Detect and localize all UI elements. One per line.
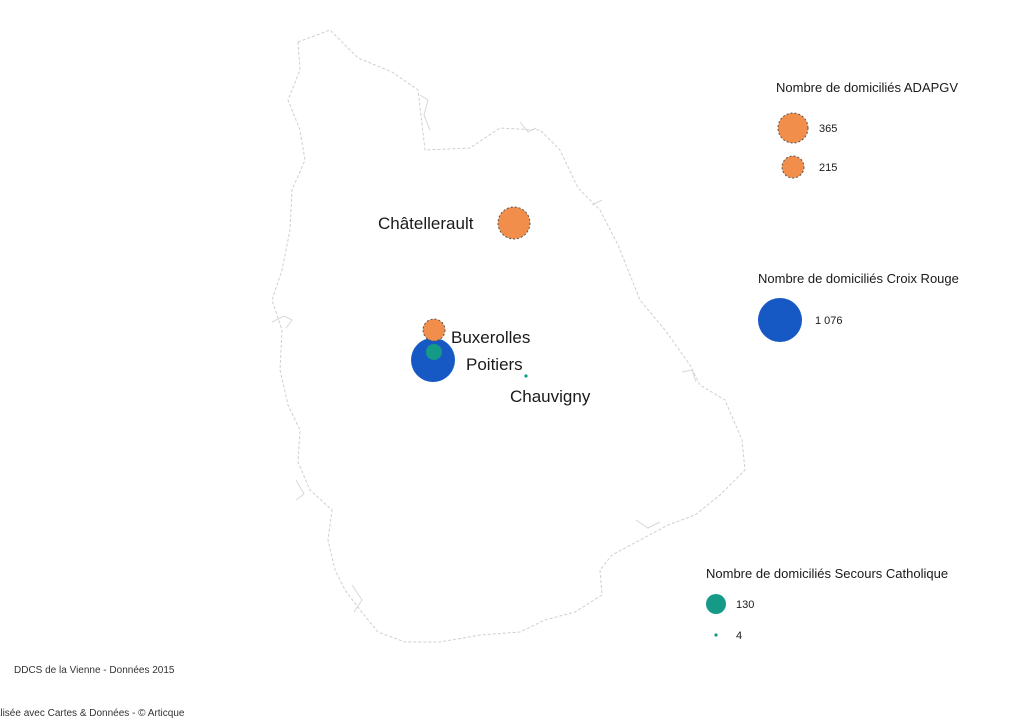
legend-secours-catholique-title: Nombre de domiciliés Secours Catholique [706, 566, 948, 581]
outline-detail [271, 315, 293, 329]
chauvigny-secours-catholique-circle[interactable] [524, 374, 528, 378]
outline-detail [591, 199, 603, 206]
department-outline [271, 29, 746, 643]
legend-secours-catholique-value-small: 4 [736, 630, 742, 642]
legend-adapgv-value-large: 365 [819, 123, 837, 135]
city-label-poitiers: Poitiers [466, 355, 523, 374]
poitiers-secours-catholique-circle[interactable] [426, 344, 442, 360]
poitiers-croix-rouge-circle[interactable] [411, 338, 455, 382]
legend-secours-catholique-symbol-small [714, 633, 718, 637]
city-label-chatellerault: Châtellerault [378, 214, 474, 233]
city-label-chauvigny: Chauvigny [510, 387, 591, 406]
legend-adapgv: Nombre de domiciliés ADAPGV 365 215 [776, 80, 958, 179]
outline-detail [351, 584, 363, 613]
legend-secours-catholique-symbol-large [706, 594, 726, 614]
legend-croix-rouge: Nombre de domiciliés Croix Rouge 1 076 [758, 271, 959, 342]
city-label-buxerolles: Buxerolles [451, 328, 530, 347]
legend-adapgv-symbol-small [781, 155, 805, 179]
outline-detail [519, 121, 537, 133]
legend-croix-rouge-title: Nombre de domiciliés Croix Rouge [758, 271, 959, 286]
legend-secours-catholique: Nombre de domiciliés Secours Catholique … [706, 566, 948, 642]
legend-secours-catholique-value-large: 130 [736, 599, 754, 611]
legend-croix-rouge-value: 1 076 [815, 315, 843, 327]
outline-detail [635, 519, 661, 529]
legend-croix-rouge-symbol [758, 298, 802, 342]
outline-detail [681, 369, 697, 383]
buxerolles-adapgv-circle[interactable] [422, 318, 446, 342]
legend-adapgv-symbol-large [777, 112, 809, 144]
outline-detail [295, 479, 305, 501]
legend-adapgv-value-small: 215 [819, 162, 837, 174]
chatellerault-adapgv-circle[interactable] [497, 206, 531, 240]
software-credit: Réalisée avec Cartes & Données - © Artic… [0, 708, 185, 719]
source-credit: DDCS de la Vienne - Données 2015 [14, 665, 175, 676]
legend-adapgv-title: Nombre de domiciliés ADAPGV [776, 80, 958, 95]
outline-detail [419, 94, 431, 131]
